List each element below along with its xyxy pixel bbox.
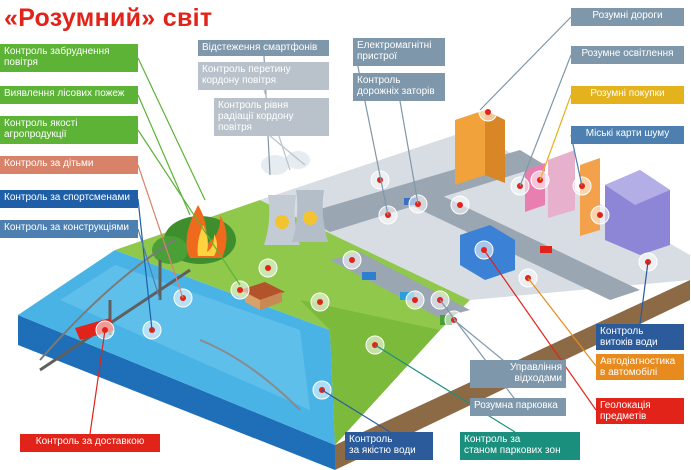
bridge-2-cable xyxy=(199,339,301,411)
label-forest-fires: Виявлення лісових пожеж xyxy=(0,86,138,104)
sensor-dot xyxy=(265,265,271,271)
label-traffic-jams: Контроль дорожніх заторів xyxy=(353,73,445,101)
label-child-control: Контроль за дітьми xyxy=(0,156,138,174)
label-structures-control: Контроль за конструкціями xyxy=(0,220,138,238)
connector-line xyxy=(269,135,306,166)
car xyxy=(362,272,376,280)
label-em-devices: Електромагнітні пристрої xyxy=(353,38,445,66)
label-water-leaks: Контроль витоків води xyxy=(596,324,684,350)
bridge-deck xyxy=(39,268,191,372)
label-noise-maps: Міські карти шуму xyxy=(571,126,684,144)
fire-core xyxy=(197,225,217,256)
sensor-dot xyxy=(349,257,355,263)
label-waste-management: Управління відходами xyxy=(470,360,566,388)
sensor-dot xyxy=(317,299,323,305)
farm-wall xyxy=(245,292,260,310)
connector-line xyxy=(483,249,597,411)
connector-line xyxy=(374,344,516,433)
sensor-dot xyxy=(597,212,603,218)
building-orange-side xyxy=(485,110,505,183)
building-pink-2 xyxy=(548,150,575,218)
label-agro-quality: Контроль якості агропродукції xyxy=(0,116,138,144)
label-smart-shopping: Розумні покупки xyxy=(571,86,684,104)
radiation-symbol-icon xyxy=(303,211,317,225)
bridge-cable xyxy=(39,239,176,361)
steam-cloud xyxy=(261,155,289,175)
connector-line xyxy=(137,129,241,286)
sensor-dot xyxy=(485,109,491,115)
tree-cluster xyxy=(152,236,188,264)
building-purple-roof xyxy=(605,170,670,205)
farm-wall-side xyxy=(260,292,282,310)
label-air-radiation: Контроль рівня радіації кордону повітря xyxy=(214,98,329,136)
connector-line xyxy=(321,389,391,433)
connector-line xyxy=(519,54,572,187)
building-orange xyxy=(455,110,485,185)
water-highlight xyxy=(60,265,310,410)
label-water-quality: Контроль за якістю води xyxy=(345,432,433,460)
connector-line xyxy=(479,16,572,111)
page-title: «Розумний» світ xyxy=(4,4,213,32)
label-car-diagnostics: Автодіагностика в автомобілі xyxy=(596,354,684,380)
car xyxy=(540,246,552,253)
label-athletes-control: Контроль за спортсменами xyxy=(0,190,138,208)
connector-line xyxy=(639,261,649,325)
connector-line xyxy=(399,100,419,205)
connector-line xyxy=(527,277,597,367)
road-2 xyxy=(400,190,640,300)
connector-line xyxy=(137,164,184,299)
water-front-face xyxy=(18,315,335,470)
radiation-symbol-icon xyxy=(275,215,289,229)
connector-line xyxy=(89,329,106,435)
label-air-border-crossing: Контроль перетину кордону повітря xyxy=(198,62,329,90)
label-air-pollution: Контроль забруднення повітря xyxy=(0,44,138,72)
building-orange-2 xyxy=(580,158,600,236)
sensor-dot xyxy=(237,287,243,293)
steam-cloud xyxy=(286,151,310,169)
sensor-dot xyxy=(457,202,463,208)
label-smart-roads: Розумні дороги xyxy=(571,8,684,26)
label-park-zones: Контроль за станом паркових зон xyxy=(460,432,580,460)
label-smart-parking: Розумна парковка xyxy=(470,398,566,416)
connector-line xyxy=(539,94,572,181)
connector-line xyxy=(137,57,206,201)
label-object-geolocation: Геолокація предметів xyxy=(596,398,684,424)
connector-line xyxy=(137,228,161,301)
label-smart-lighting: Розумне освітлення xyxy=(571,46,684,64)
park-zone xyxy=(300,300,440,445)
label-delivery-control: Контроль за доставкою xyxy=(20,434,160,452)
connector-line xyxy=(439,299,521,407)
sensor-dot xyxy=(412,297,418,303)
label-smartphone-tracking: Відстеження смартфонів xyxy=(198,40,329,56)
connector-line xyxy=(137,198,153,331)
